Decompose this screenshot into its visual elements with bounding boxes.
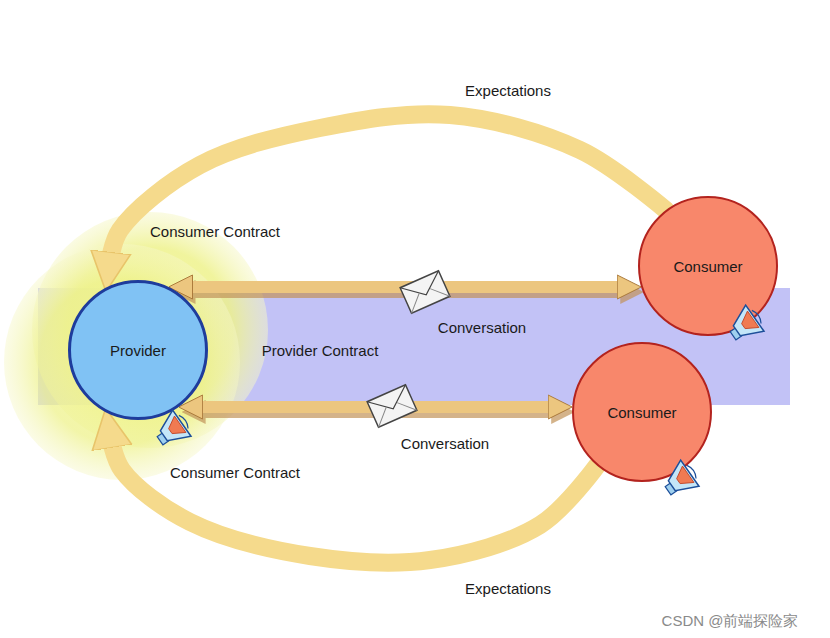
circle-outline [573,343,711,481]
arrow-shaft [110,436,597,563]
expectation-arrow [110,436,597,563]
contract-label: Consumer Contract [150,223,280,240]
envelope-icon [367,385,417,428]
envelope-icon [400,271,450,314]
circle-outline [639,197,777,335]
edge-label: Expectations [465,580,551,597]
contract-label: Provider Contract [262,342,379,359]
node-text-box: Consumer [572,342,712,482]
provider-circle: Provider [68,280,208,420]
watermark: CSDN @前端探险家 [662,612,799,631]
consumer-circle: Consumer [638,196,778,336]
edge-label: Conversation [438,319,526,336]
node-label: Provider [110,342,166,359]
megaphone-icon [150,407,195,452]
edge-label: Conversation [401,435,489,452]
node-text-box: Provider [68,280,208,420]
contract-label: Consumer Contract [170,464,300,481]
node-label: Consumer [607,404,676,421]
node-label: Consumer [673,258,742,275]
node-text-box: Consumer [638,196,778,336]
arrow-shaft [109,114,666,264]
circle-outline [70,282,207,419]
megaphone-icon [658,457,703,502]
consumer-circle: Consumer [572,342,712,482]
expectation-arrow [109,114,666,264]
megaphone-icon [723,302,768,347]
edge-label: Expectations [465,82,551,99]
contract-glow [4,244,240,480]
